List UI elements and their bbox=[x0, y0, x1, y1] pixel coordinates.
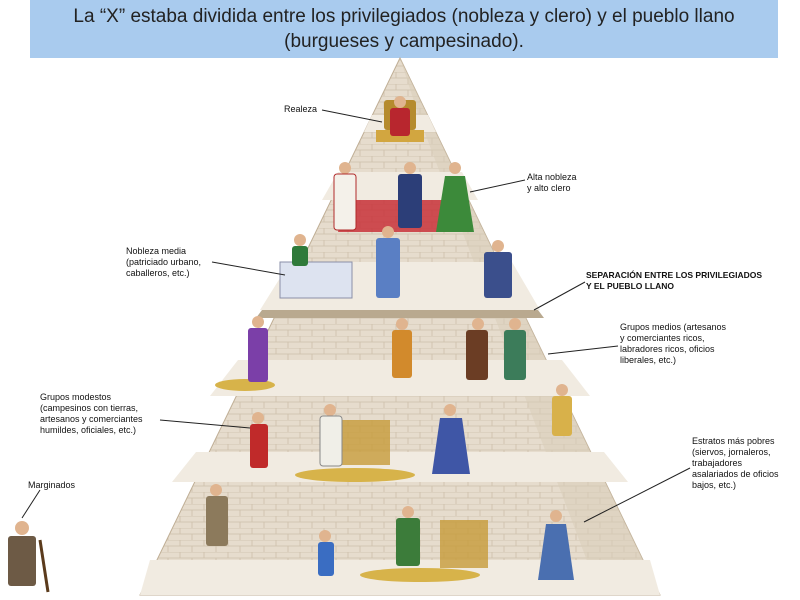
figure-artisan-3 bbox=[466, 318, 488, 380]
hay-patch-2 bbox=[295, 468, 415, 482]
label-grupos-medios: Grupos medios (artesanos y comerciantes … bbox=[620, 322, 727, 365]
wheat-bundle-2 bbox=[440, 520, 488, 568]
leader-separacion bbox=[533, 281, 586, 311]
figure-artisan-4 bbox=[504, 318, 526, 380]
figure-peasant-3 bbox=[432, 404, 470, 474]
leader-grupos-modestos bbox=[159, 419, 251, 429]
title-line-1: La “X” estaba dividida entre los privile… bbox=[73, 6, 735, 27]
leader-realeza bbox=[321, 109, 383, 123]
label-separacion: SEPARACIÓN ENTRE LOS PRIVILEGIADOS Y EL … bbox=[586, 270, 763, 291]
title-banner: La “X” estaba dividida entre los privile… bbox=[30, 0, 778, 58]
figure-serf-1 bbox=[206, 484, 228, 546]
label-estratos-pobres: Estratos más pobres (siervos, jornaleros… bbox=[692, 436, 779, 490]
figure-bishop bbox=[333, 162, 357, 231]
figure-peasant-2 bbox=[319, 404, 343, 467]
wheat-bundle-1 bbox=[340, 420, 390, 465]
figure-king bbox=[390, 96, 410, 136]
label-realeza: Realeza bbox=[284, 104, 318, 114]
figure-lady bbox=[436, 162, 474, 232]
leader-nobleza-media bbox=[211, 261, 286, 276]
tier-floor-5 bbox=[172, 452, 628, 482]
figure-outcast bbox=[8, 521, 50, 593]
hay-patch-3 bbox=[360, 568, 480, 582]
label-grupos-modestos: Grupos modestos (campesinos con tierras,… bbox=[40, 392, 143, 435]
figure-serf-2 bbox=[318, 530, 334, 576]
figure-peasant-1 bbox=[250, 412, 268, 468]
figure-merchant bbox=[292, 234, 308, 266]
label-alta-nobleza: Alta nobleza y alto clero bbox=[527, 172, 577, 193]
leader-estratos-pobres bbox=[583, 467, 691, 523]
figure-artisan-2 bbox=[392, 318, 412, 378]
noble-table bbox=[279, 261, 353, 299]
title-line-2: (burgueses y campesinado). bbox=[284, 31, 524, 52]
label-marginados: Marginados bbox=[28, 480, 76, 490]
figure-artisan-1 bbox=[248, 316, 268, 382]
figure-peasant-4 bbox=[552, 384, 572, 436]
separation-band bbox=[256, 310, 544, 318]
figure-scholar bbox=[484, 240, 512, 298]
figure-serf-4 bbox=[538, 510, 574, 580]
label-nobleza-media: Nobleza media (patriciado urbano, caball… bbox=[126, 246, 202, 278]
leader-grupos-medios bbox=[547, 345, 619, 355]
leader-alta-nobleza bbox=[469, 179, 526, 193]
figure-serf-3 bbox=[396, 506, 420, 566]
figure-noble bbox=[398, 162, 422, 228]
leader-marginados bbox=[21, 489, 41, 519]
figure-knight bbox=[376, 226, 400, 298]
